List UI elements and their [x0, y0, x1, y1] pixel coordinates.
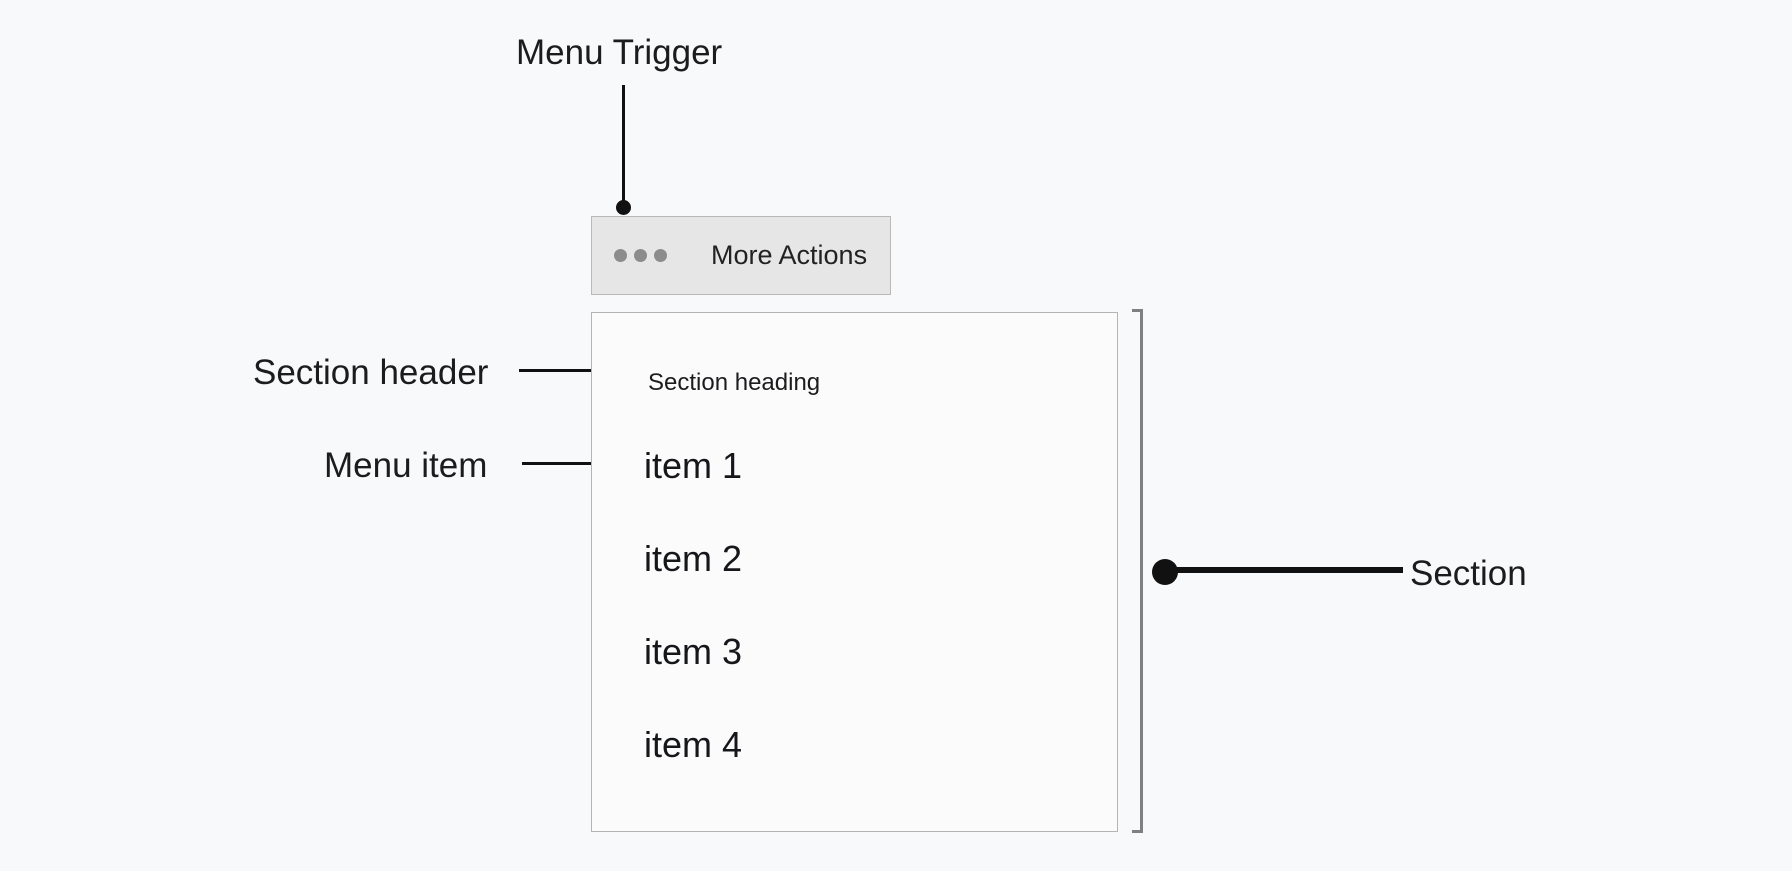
menu-item-2[interactable]: item 2	[644, 538, 743, 579]
menu-popover-panel: Section heading item 1 item 2 item 3 ite…	[591, 312, 1118, 832]
leader-line-menu-trigger	[622, 85, 625, 207]
annotation-label-menu-trigger: Menu Trigger	[516, 33, 723, 72]
menu-section-heading: Section heading	[648, 369, 821, 396]
annotation-label-section-header: Section header	[253, 353, 489, 392]
annotation-label-menu-item: Menu item	[324, 446, 488, 485]
leader-line-menu-item	[522, 462, 639, 465]
bracket-serif-bottom	[1132, 830, 1143, 833]
annotation-label-section: Section	[1410, 554, 1527, 593]
menu-item-4[interactable]: item 4	[644, 724, 743, 765]
menu-item-3[interactable]: item 3	[644, 631, 743, 672]
ellipsis-icon	[614, 249, 667, 262]
ellipsis-dot	[634, 249, 647, 262]
menu-item-1[interactable]: item 1	[644, 445, 743, 486]
ellipsis-dot	[614, 249, 627, 262]
ellipsis-dot	[654, 249, 667, 262]
bracket-stem	[1140, 309, 1143, 833]
leader-line-section	[1172, 567, 1403, 573]
more-actions-trigger-label: More Actions	[711, 240, 868, 270]
more-actions-trigger-button[interactable]: More Actions	[591, 216, 891, 295]
menu-section-group	[1132, 309, 1146, 833]
bracket-serif-top	[1132, 309, 1143, 312]
leader-dot-menu-trigger	[616, 200, 631, 215]
leader-line-section-header	[519, 369, 639, 372]
